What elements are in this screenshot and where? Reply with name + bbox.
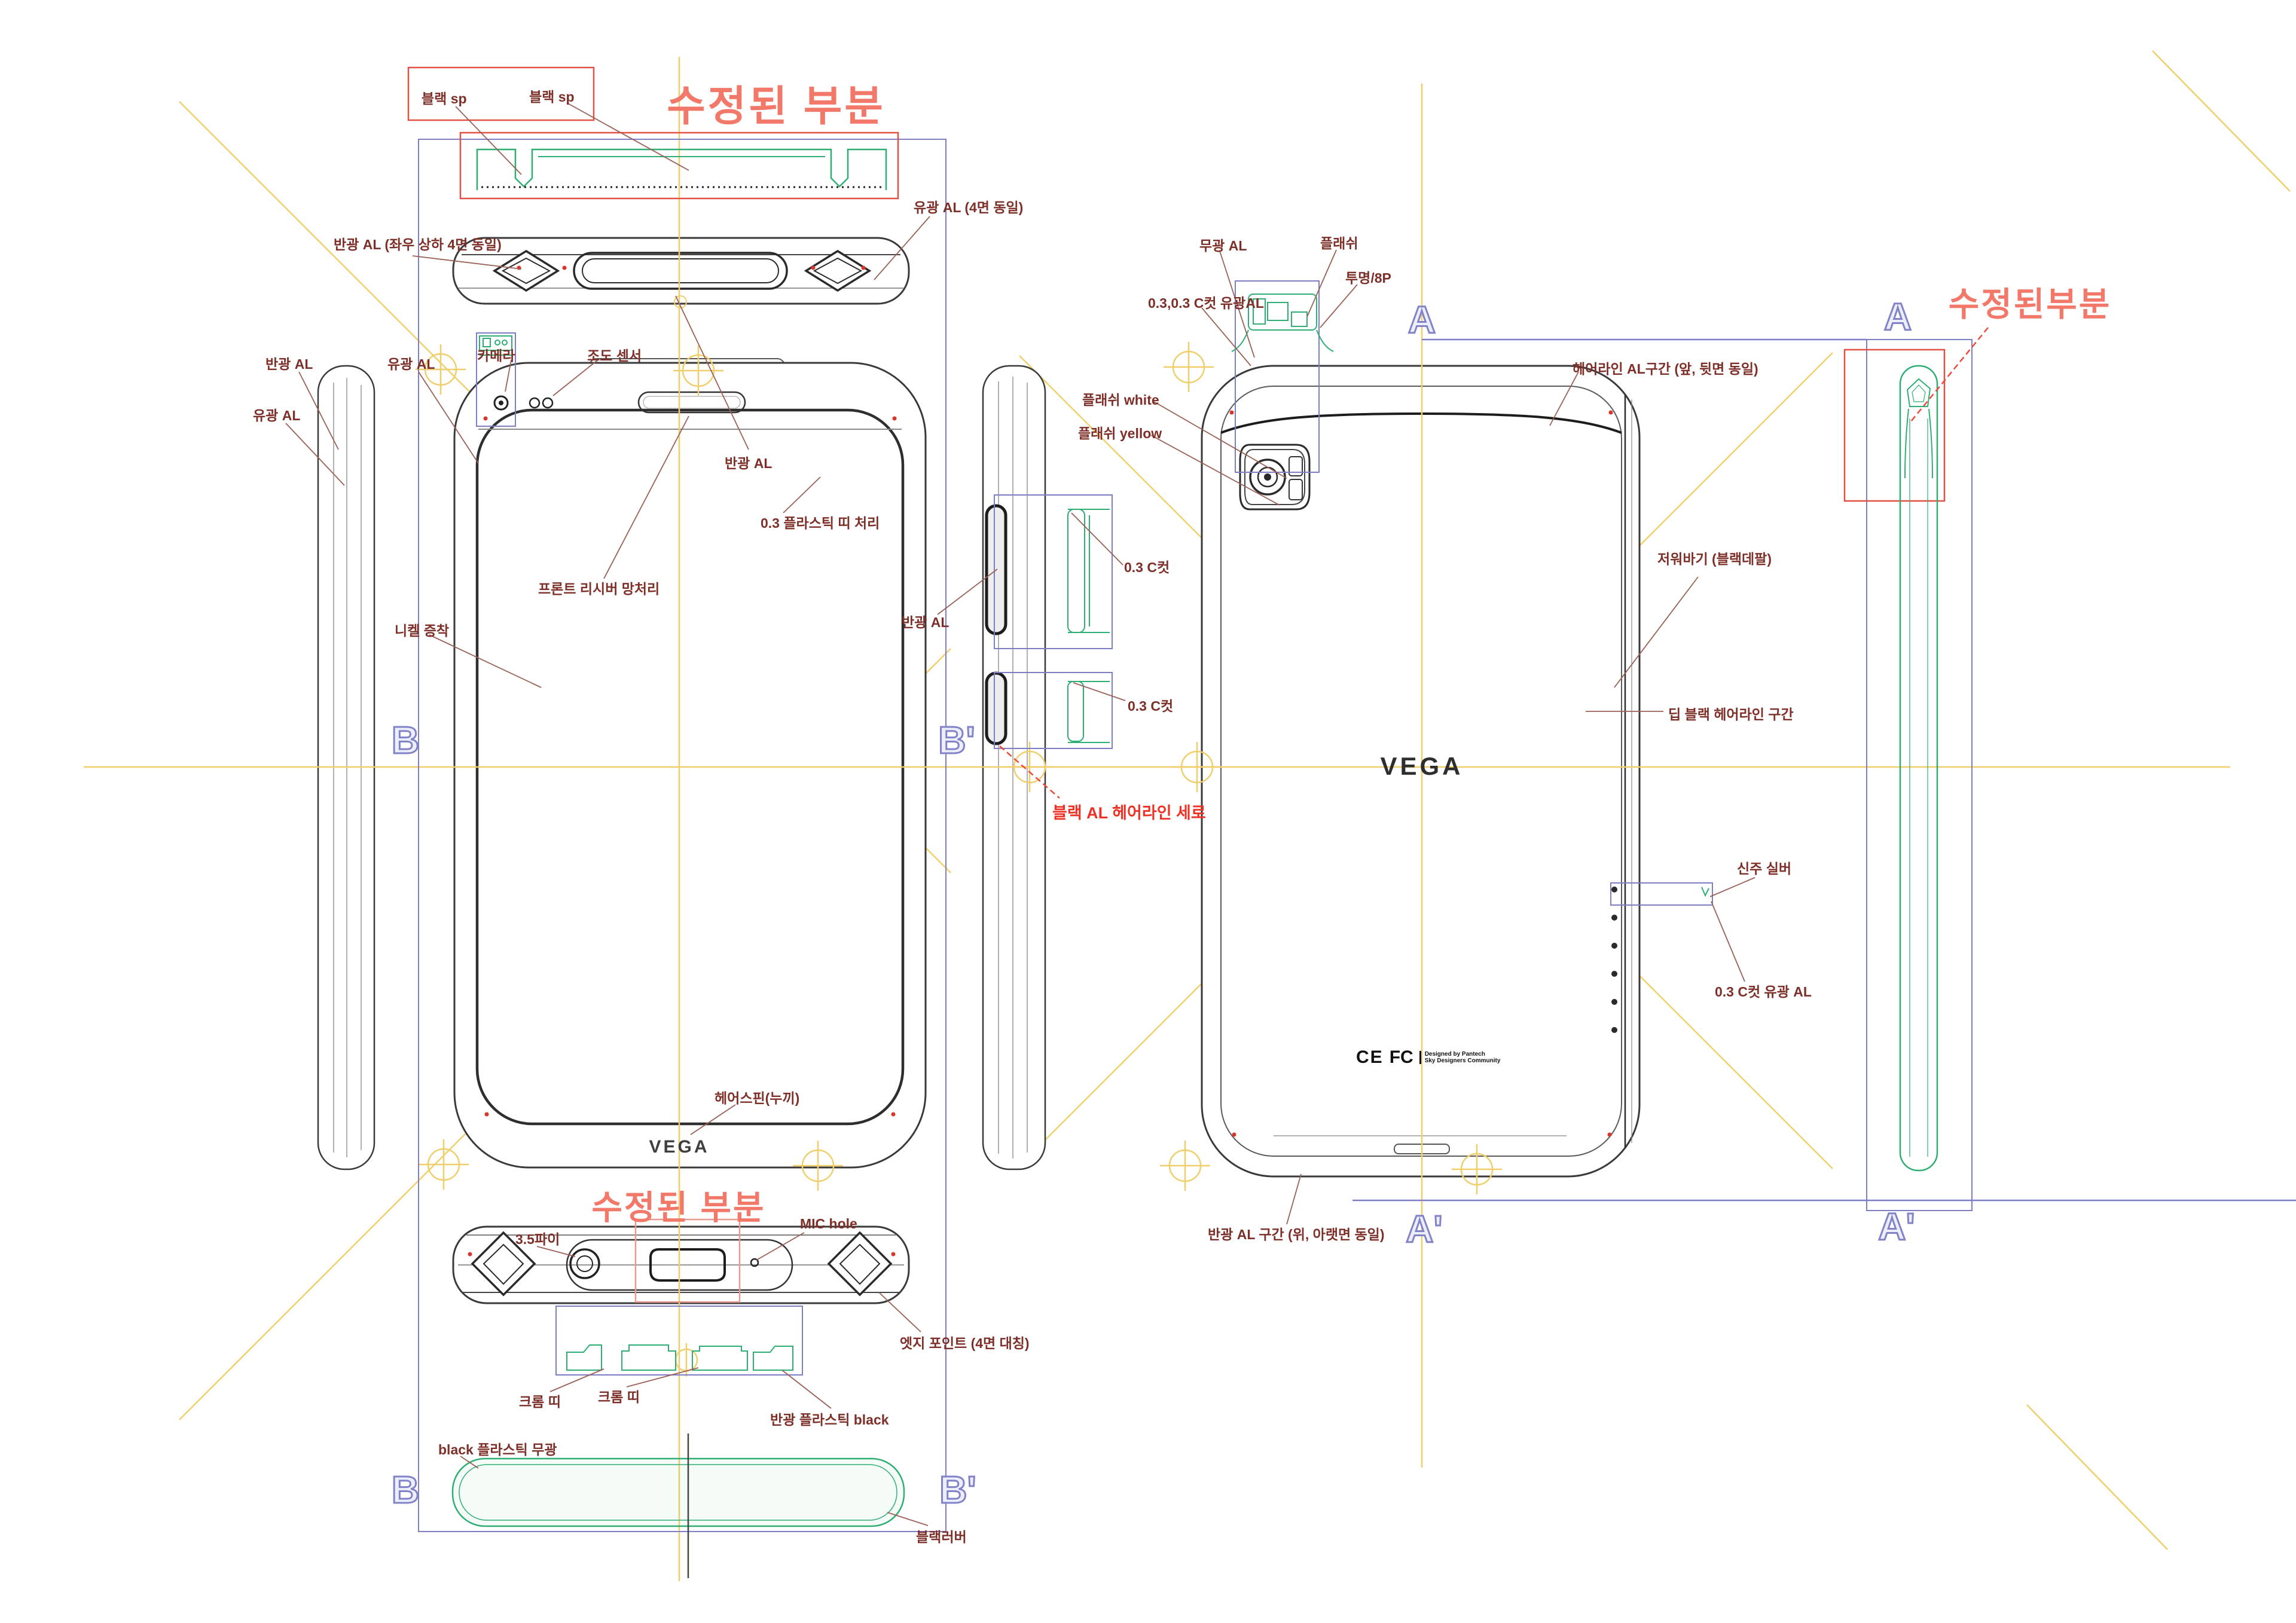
- label-brass-silver-37: 신주 실버: [1737, 861, 1792, 876]
- label-flash-yellow-33: 플래쉬 yellow: [1078, 426, 1162, 441]
- label-chrome-band-1-23: 크롬 띠: [519, 1394, 561, 1410]
- highlight-boxes: [407, 66, 1946, 502]
- label-mic-hole-21: MIC hole: [800, 1216, 857, 1231]
- ce-mark: CE: [1356, 1047, 1384, 1067]
- registration-marks: [416, 342, 1502, 1377]
- label-nickel-13: 니켈 증착: [395, 623, 450, 638]
- label-clear-8p-30: 투명/8P: [1345, 270, 1391, 286]
- label-banggwang-al-button-15: 반광 AL: [902, 615, 949, 630]
- label-flash-white-32: 플래쉬 white: [1082, 392, 1159, 408]
- label-a-prime-44: A': [1877, 1205, 1916, 1249]
- label-b-45: B: [390, 718, 420, 763]
- fine-print-line-2: Sky Designers Community: [1424, 1057, 1501, 1064]
- label-black-rubber-27: 블랙러버: [916, 1529, 967, 1545]
- fine-print-line-1: Designed by Pantech: [1424, 1051, 1485, 1057]
- label-banggwang-plastic-black-25: 반광 플라스틱 black: [770, 1412, 889, 1428]
- label-deep-black-hairline-36: 딥 블랙 헤어라인 구간: [1668, 707, 1794, 722]
- label-flash-29: 플래쉬: [1320, 236, 1358, 251]
- label-black-al-hairline-18: 블랙 AL 헤어라인 세로: [1052, 804, 1206, 822]
- label-front-receiver-12: 프론트 리시버 망처리: [538, 581, 660, 597]
- compliance-marks: CE FC Designed by Pantech Sky Designers …: [1356, 1047, 1500, 1068]
- label-camera-9: 카메라: [477, 348, 515, 363]
- usb-highlight-box: [634, 1218, 741, 1303]
- label-yugwang-al-front-8: 유광 AL: [387, 356, 435, 372]
- alert-leader-lines: [999, 327, 1989, 799]
- label-lux-sensor-10: 조도 센서: [587, 348, 642, 363]
- label-b-prime-48: B': [939, 1468, 977, 1512]
- green-details: [451, 148, 1938, 1527]
- label-banggwang-al-4-3: 반광 AL (좌우 상하 4면 동일): [334, 237, 502, 252]
- label-black-sp-1-0: 블랙 sp: [422, 91, 467, 106]
- label-phi35-20: 3.5파이: [515, 1231, 560, 1247]
- label-yugwang-al-4-4: 유광 AL (4면 동일): [914, 200, 1024, 215]
- label-c-cut-bottom-17: 0.3 C컷: [1128, 698, 1174, 714]
- label-a-42: A: [1883, 295, 1912, 340]
- label-mod-top-2: 수정된 부분: [667, 82, 886, 130]
- label-brand-50: VEGA: [1380, 752, 1464, 780]
- corner-ticks: [468, 265, 1613, 1257]
- label-black-sp-2-1: 블랙 sp: [529, 89, 575, 105]
- label-hairline-al-section-34: 헤어라인 AL구간 (앞, 뒷면 동일): [1573, 361, 1758, 377]
- label-c-cut-yugwang-al-31: 0.3,0.3 C컷 유광AL: [1148, 295, 1264, 311]
- compliance-fine-print: Designed by Pantech Sky Designers Commun…: [1419, 1051, 1501, 1064]
- label-a-prime-43: A': [1405, 1207, 1443, 1252]
- label-banggwang-al-band-39: 반광 AL 구간 (위, 아랫면 동일): [1208, 1227, 1385, 1242]
- label-brand-49: VEGA: [649, 1137, 710, 1157]
- viewport-boxes: [418, 139, 2296, 1532]
- label-c-cut-top-16: 0.3 C컷: [1124, 560, 1170, 575]
- label-edge-point-22: 엣지 포인트 (4면 대칭): [900, 1335, 1030, 1351]
- label-chrome-band-2-24: 크롬 띠: [598, 1389, 640, 1405]
- label-hairspin-14: 헤어스핀(누끼): [715, 1090, 800, 1106]
- construction-centerlines: [84, 57, 2230, 1581]
- label-a-41: A: [1407, 298, 1436, 343]
- fcc-mark: FC: [1389, 1047, 1413, 1067]
- label-mod-bottom-19: 수정된 부분: [591, 1188, 766, 1227]
- label-c-cut-yugwang-al-2-38: 0.3 C컷 유광 AL: [1715, 984, 1812, 1000]
- label-stopper-black-decal-35: 저워바기 (블랙데팔): [1657, 551, 1772, 567]
- leader-lines: [285, 102, 1755, 1526]
- label-mod-right-40: 수정된부분: [1948, 285, 2112, 323]
- label-plastic-band-11: 0.3 플라스틱 띠 처리: [761, 515, 880, 531]
- label-banggwang-al-side-left-6: 반광 AL: [265, 356, 313, 372]
- label-matte-al-28: 무광 AL: [1199, 238, 1247, 253]
- label-b-prime-46: B': [938, 718, 976, 763]
- label-b-47: B: [390, 1468, 420, 1512]
- label-yugwang-al-side-left-7: 유광 AL: [253, 408, 301, 423]
- label-banggwang-al-top-5: 반광 AL: [725, 456, 773, 471]
- label-black-plastic-matte-26: black 플라스틱 무광: [438, 1442, 557, 1457]
